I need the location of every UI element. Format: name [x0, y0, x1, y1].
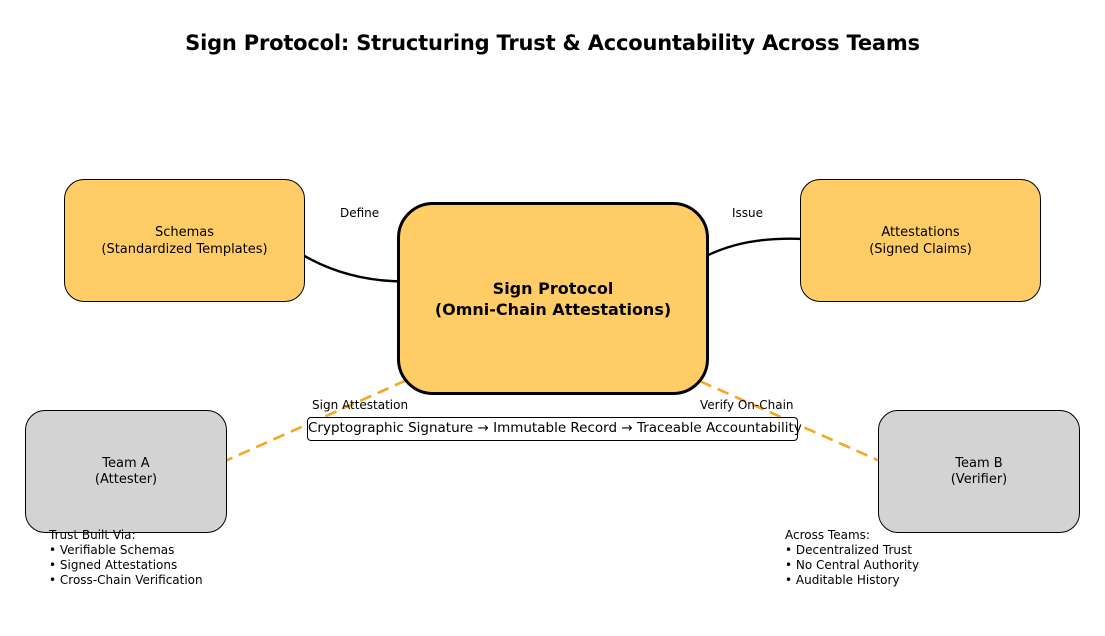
node-team-a: Team A (Attester) — [25, 410, 227, 533]
notes-left-item: • Verifiable Schemas — [49, 543, 175, 557]
node-attestations-subtitle: (Signed Claims) — [869, 241, 972, 257]
node-schemas: Schemas (Standardized Templates) — [64, 179, 305, 302]
node-sign-protocol-subtitle: (Omni-Chain Attestations) — [434, 299, 672, 319]
notes-right-item: • Decentralized Trust — [785, 543, 912, 557]
node-schemas-title: Schemas — [154, 224, 215, 240]
node-schemas-subtitle: (Standardized Templates) — [101, 241, 268, 257]
edge-verify-on-chain — [595, 333, 901, 472]
notes-left-item: • Signed Attestations — [49, 558, 178, 572]
node-team-a-title: Team A — [102, 455, 150, 471]
notes-left-heading: Trust Built Via: — [49, 528, 136, 542]
notes-trust-built-via: Trust Built Via: • Verifiable Schemas • … — [49, 528, 203, 588]
node-team-b-title: Team B — [955, 455, 1003, 471]
edge-label-verify-on-chain: Verify On-Chain — [700, 398, 794, 412]
edge-label-define: Define — [340, 206, 380, 220]
diagram-title: Sign Protocol: Structuring Trust & Accou… — [185, 31, 920, 55]
node-sign-protocol: Sign Protocol (Omni-Chain Attestations) — [397, 202, 709, 395]
node-team-b-subtitle: (Verifier) — [950, 471, 1008, 487]
node-sign-protocol-title: Sign Protocol — [492, 278, 614, 298]
node-team-b: Team B (Verifier) — [878, 410, 1080, 533]
notes-across-teams: Across Teams: • Decentralized Trust • No… — [785, 528, 919, 588]
notes-right-item: • Auditable History — [785, 573, 900, 587]
node-attestations: Attestations (Signed Claims) — [800, 179, 1041, 302]
node-attestations-title: Attestations — [881, 224, 960, 240]
accountability-banner: Cryptographic Signature → Immutable Reco… — [307, 417, 802, 441]
notes-left-item: • Cross-Chain Verification — [49, 573, 203, 587]
notes-right-item: • No Central Authority — [785, 558, 920, 572]
edge-label-issue: Issue — [732, 206, 764, 220]
node-team-a-subtitle: (Attester) — [94, 471, 158, 487]
edge-label-sign-attestation: Sign Attestation — [312, 398, 409, 412]
notes-right-heading: Across Teams: — [785, 528, 870, 542]
